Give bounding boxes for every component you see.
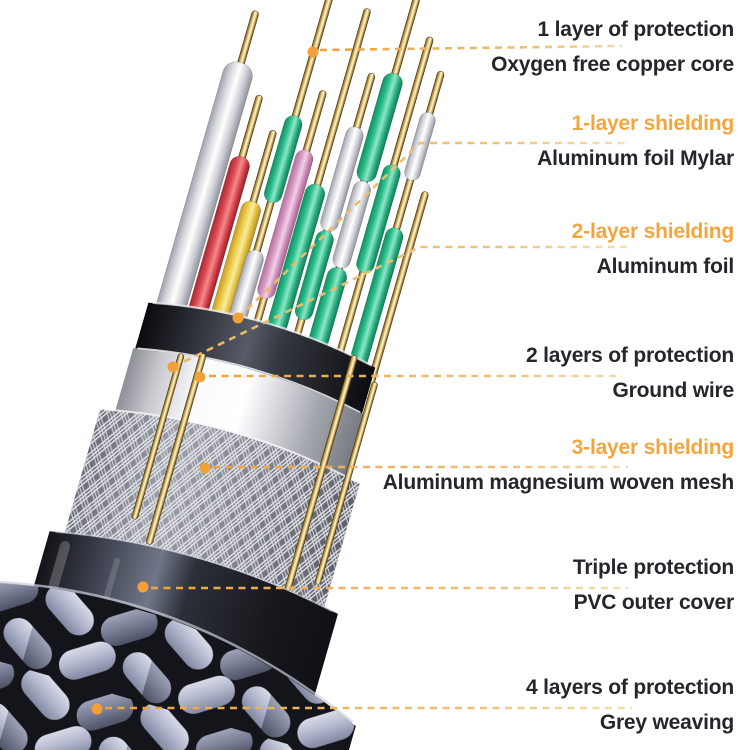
annotation-ground-wire: 2 layers of protection Ground wire [314, 344, 734, 403]
annotation-copper-core: 1 layer of protection Oxygen free copper… [314, 18, 734, 77]
annotation-heading: 4 layers of protection [526, 676, 734, 699]
annotation-heading: 1 layer of protection [537, 18, 734, 41]
annotation-detail: PVC outer cover [573, 591, 735, 614]
annotation-detail: Aluminum foil [596, 255, 735, 278]
annotation-heading: 3-layer shielding [571, 436, 735, 459]
annotation-grey-weaving: 4 layers of protection Grey weaving [314, 676, 734, 735]
annotation-foil-mylar: 1-layer shielding Aluminum foil Mylar [314, 112, 734, 171]
annotation-aluminum-foil: 2-layer shielding Aluminum foil [314, 220, 735, 279]
annotation-heading: Triple protection [572, 556, 734, 579]
annotation-heading: 2 layers of protection [526, 344, 734, 367]
annotation-detail: Ground wire [612, 379, 735, 402]
annotation-heading: 2-layer shielding [571, 220, 735, 243]
annotation-pvc-cover: Triple protection PVC outer cover [314, 556, 734, 615]
annotation-woven-mesh: 3-layer shielding Aluminum magnesium wov… [314, 436, 734, 495]
annotation-detail: Oxygen free copper core [491, 53, 734, 76]
annotation-heading: 1-layer shielding [571, 112, 735, 135]
annotation-detail: Aluminum magnesium woven mesh [382, 471, 734, 494]
grey-braid-layer [0, 580, 356, 750]
annotation-detail: Aluminum foil Mylar [537, 147, 734, 170]
annotation-detail: Grey weaving [599, 711, 734, 734]
